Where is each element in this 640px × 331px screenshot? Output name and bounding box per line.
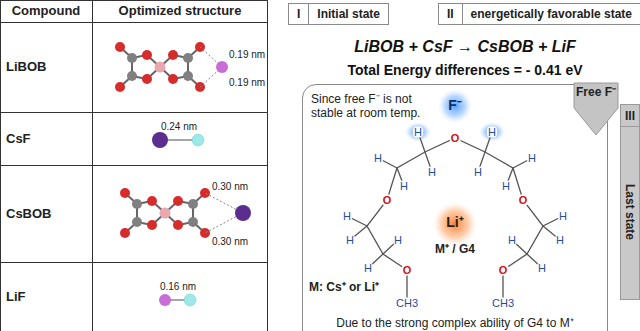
reaction-equation: LiBOB + CsF → CsBOB + LiF <box>354 38 575 56</box>
csbob-molecule-part <box>120 188 210 238</box>
methyl-group: CH3 <box>395 298 419 309</box>
hydrogen-atom: H <box>558 211 568 222</box>
column-header: Compound <box>12 4 81 18</box>
step-number: II <box>439 4 463 24</box>
hydrogen-atom: H <box>427 167 437 178</box>
compound-name: CsF <box>6 132 31 146</box>
table-grid-part <box>0 112 268 113</box>
ion-label: Li⁺ <box>446 215 463 230</box>
csf-molecule-part <box>152 132 168 148</box>
compound-name: LiF <box>6 290 26 304</box>
ion-label: F⁻ <box>448 98 462 113</box>
oxygen-atom: O <box>518 195 529 206</box>
libob-molecule <box>115 42 228 92</box>
ion-glow-part <box>479 122 505 142</box>
table-grid <box>0 0 268 331</box>
legend-note: M: Cs⁺ or Li⁺ <box>309 278 379 295</box>
hydrogen-atom: H <box>345 235 355 246</box>
hydrogen-atom: H <box>501 181 511 192</box>
arrow-shape <box>574 83 618 135</box>
g4-bonds-part <box>367 138 543 302</box>
state-box: IIenergetically favorable state <box>438 3 640 25</box>
table-grid-part <box>0 165 268 166</box>
ion-glow-part <box>405 122 431 142</box>
arrow-label: Free F⁻ <box>573 82 619 100</box>
distance-label: 0.30 nm <box>212 236 248 247</box>
free-arrow: Free F⁻ <box>573 82 619 136</box>
hydrogen-atom: H <box>399 181 409 192</box>
csf-molecule <box>152 132 204 148</box>
methyl-group: CH3 <box>491 298 515 309</box>
csf-molecule-part <box>192 134 204 146</box>
csbob-molecule-part <box>235 205 251 221</box>
table-grid-part <box>0 22 268 23</box>
distance-label: 0.24 nm <box>161 121 197 132</box>
oxygen-atom: O <box>382 195 393 206</box>
lif-molecule <box>159 294 196 306</box>
hydrogen-atom: H <box>342 211 352 222</box>
lif-molecule-part <box>184 294 196 306</box>
lif-molecule-part <box>159 294 171 306</box>
complex-label: M⁺ / G4 <box>435 243 475 256</box>
step-title: Initial state <box>309 4 388 24</box>
g4-bonds <box>347 132 563 302</box>
step-title: energetically favorable state <box>463 4 640 24</box>
column-header: Optimized structure <box>119 4 242 18</box>
hydrogen-atom: H <box>373 153 383 164</box>
distance-label: 0.30 nm <box>212 181 248 192</box>
distance-label: 0.19 nm <box>229 77 265 88</box>
libob-molecule-part <box>216 61 228 73</box>
hydrogen-atom: H <box>537 263 547 274</box>
rounded-panel: Since free F⁻ is not stable at room temp… <box>302 84 608 331</box>
table-grid-part <box>1 1 268 331</box>
state-band: III Last state <box>620 104 640 300</box>
hydrogen-atom: H <box>393 235 403 246</box>
note-text: Since free F⁻ is not stable at room temp… <box>311 92 433 121</box>
hydrogen-atom: H <box>527 153 537 164</box>
step-number: I <box>289 4 309 24</box>
step-title: Last state <box>623 184 637 240</box>
hydrogen-atom: H <box>487 127 497 138</box>
step-number: III <box>621 105 639 127</box>
hydrogen-atom: H <box>473 167 483 178</box>
state-box: IInitial state <box>288 3 389 25</box>
oxygen-atom: O <box>402 265 413 276</box>
energy-note: Total Energy differences = - 0.41 eV <box>347 63 582 78</box>
table-grid-part <box>0 262 268 263</box>
oxygen-atom: O <box>498 265 509 276</box>
hydrogen-atom: H <box>555 235 565 246</box>
hydrogen-atom: H <box>363 263 373 274</box>
oxygen-atom: O <box>450 133 461 144</box>
compound-name: LiBOB <box>6 60 46 74</box>
distance-label: 0.16 nm <box>160 281 196 292</box>
ion-glow-part <box>433 202 477 246</box>
csbob-molecule <box>120 188 251 238</box>
libob-molecule-part <box>115 42 205 92</box>
distance-label: 0.19 nm <box>229 49 265 60</box>
caption-note: Due to the strong complex ability of G4 … <box>303 314 607 331</box>
compound-name: CsBOB <box>6 207 52 221</box>
ion-glow-part <box>438 89 472 123</box>
hydrogen-atom: H <box>413 127 423 138</box>
hydrogen-atom: H <box>507 235 517 246</box>
